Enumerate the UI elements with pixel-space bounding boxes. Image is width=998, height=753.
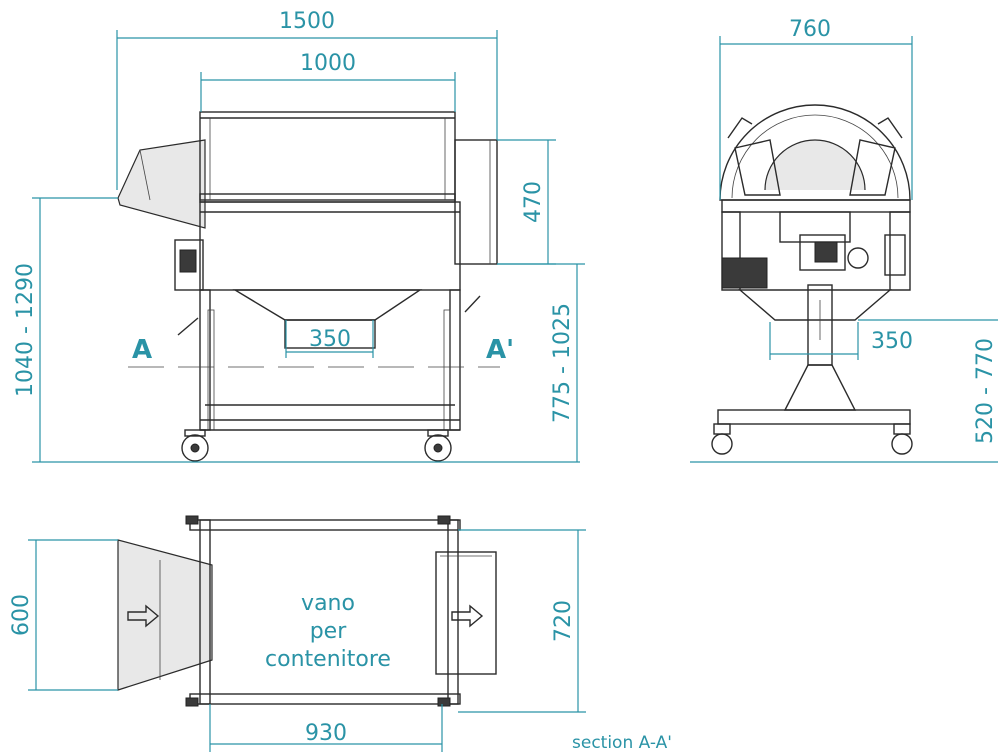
dim-front-outlet-height: 775 - 1025 <box>550 303 575 423</box>
container-space-label-line3: contenitore <box>265 647 391 672</box>
dim-top-container-width: 930 <box>305 721 347 746</box>
dim-front-total-width: 1500 <box>279 9 335 34</box>
side-view <box>711 104 913 455</box>
dim-front-hopper-width: 1000 <box>300 51 356 76</box>
section-caption: section A-A' <box>572 733 672 753</box>
section-marker-a-prime: A' <box>486 335 514 365</box>
dim-side-width: 760 <box>789 17 831 42</box>
container-space-label-line2: per <box>310 619 348 644</box>
dim-front-spout-height: 470 <box>521 181 546 223</box>
dim-front-total-height: 1040 - 1290 <box>13 263 38 397</box>
section-marker-a: A <box>132 335 152 365</box>
dim-side-outlet-width: 350 <box>871 329 913 354</box>
front-dimensions <box>32 30 585 463</box>
top-dimensions <box>28 529 586 752</box>
container-space-label-line1: vano <box>301 591 355 616</box>
dim-side-outlet-height: 520 - 770 <box>973 338 998 444</box>
front-view <box>117 111 500 462</box>
dim-top-container-depth: 720 <box>551 600 576 642</box>
dim-front-outlet-width: 350 <box>309 327 351 352</box>
side-dimensions <box>690 36 998 463</box>
top-view <box>117 515 497 707</box>
dim-top-depth: 600 <box>9 594 34 636</box>
